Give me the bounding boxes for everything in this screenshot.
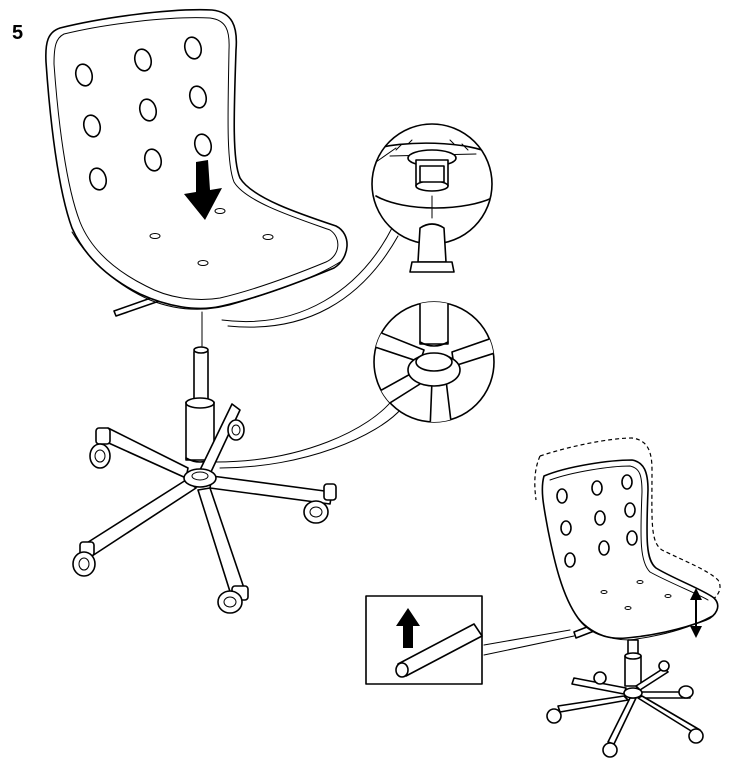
seat-hole	[149, 233, 161, 239]
seat-shell-rim	[53, 17, 339, 300]
small-seat-holes	[600, 580, 672, 610]
backrest-hole	[88, 167, 108, 191]
backrest-hole	[193, 133, 213, 157]
step-number: 5	[12, 22, 24, 44]
star-base	[81, 403, 333, 599]
detail-callout-seat-socket	[221, 123, 493, 328]
small-backrest-holes	[556, 474, 638, 568]
casters	[72, 419, 337, 614]
backrest-hole	[82, 114, 102, 138]
small-chair-height-adjust	[483, 437, 721, 758]
seat-underside-edge	[71, 231, 341, 310]
up-arrow-icon	[396, 608, 420, 648]
base-hub	[183, 468, 217, 488]
caster	[227, 419, 245, 441]
caster	[72, 541, 96, 577]
seat-hole	[214, 208, 226, 214]
backrest-hole	[133, 48, 153, 72]
seat-shell	[45, 8, 348, 310]
main-chair	[45, 8, 348, 614]
backrest-hole	[188, 85, 208, 109]
base-leg	[81, 479, 197, 557]
raised-position-outline	[539, 437, 721, 607]
small-seat-shell	[541, 459, 719, 640]
small-star-base	[557, 667, 701, 745]
seat-holes	[149, 208, 274, 266]
small-casters	[546, 660, 704, 758]
backrest-holes	[74, 36, 213, 191]
caster	[303, 483, 337, 524]
caster	[217, 585, 249, 614]
backrest-hole	[138, 98, 158, 122]
caster	[89, 427, 111, 469]
base-leg	[197, 487, 247, 599]
gas-cylinder	[185, 346, 215, 463]
up-down-arrow-icon	[690, 588, 702, 638]
backrest-hole	[143, 148, 163, 172]
down-arrow-icon	[184, 160, 222, 220]
backrest-hole	[74, 63, 94, 87]
detail-callout-base-hub	[215, 301, 495, 469]
backrest-hole	[183, 36, 203, 60]
lever-detail-box	[365, 595, 483, 685]
seat-hole	[262, 234, 274, 240]
seat-hole	[197, 260, 209, 266]
base-leg	[209, 475, 333, 505]
base-leg	[101, 427, 189, 479]
